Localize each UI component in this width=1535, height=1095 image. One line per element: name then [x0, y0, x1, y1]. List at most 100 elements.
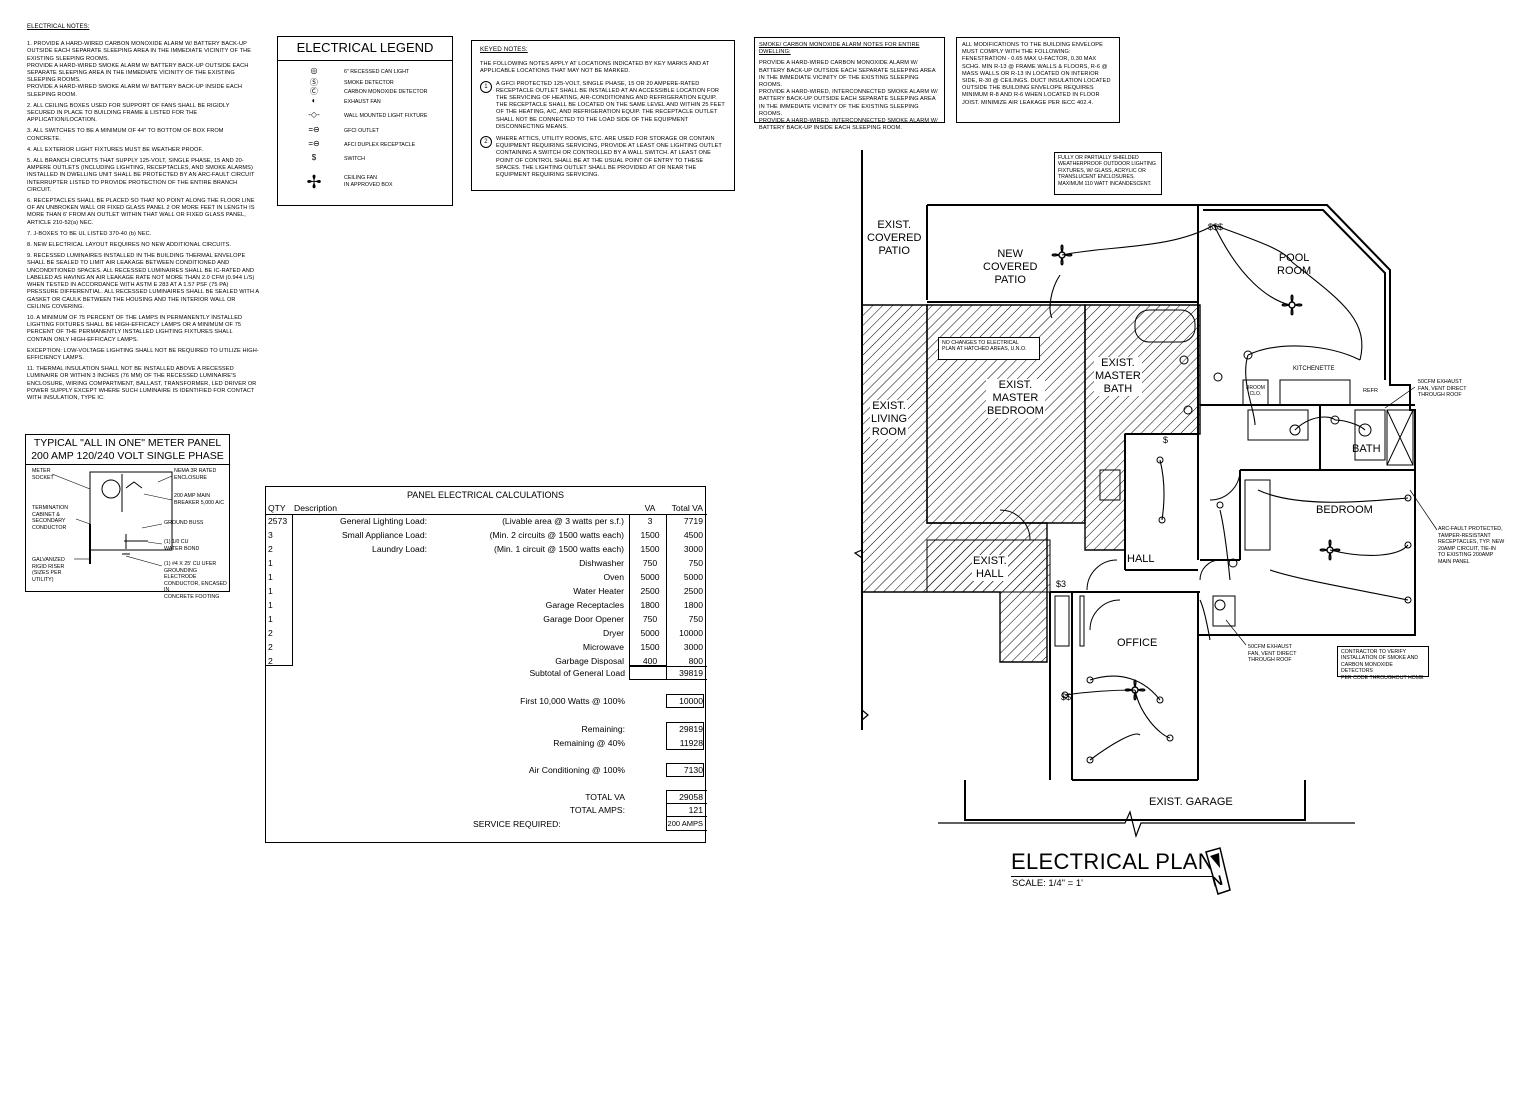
remaining-label: Remaining: — [581, 724, 625, 734]
switch-icon: $3 — [1056, 579, 1066, 589]
row-total: 1800 — [683, 600, 703, 610]
ceiling-fan-icon — [1281, 294, 1303, 316]
smoke-notes-text: PROVIDE A HARD-WIRED CARBON MONOXIDE ALA… — [759, 60, 938, 132]
total-amps-label: TOTAL AMPS: — [569, 805, 625, 815]
row-va: 3 — [647, 516, 653, 526]
header-desc: Description — [294, 503, 337, 513]
row-desc: General Lighting Load: — [340, 516, 427, 526]
keyed-notes-header: KEYED NOTES: — [480, 46, 528, 53]
can-light-icon — [1156, 456, 1164, 464]
wall-light-icon — [1179, 355, 1189, 365]
ground-bus-label: GROUND BUSS — [164, 520, 204, 526]
legend-item-smoke: Ⓢ SMOKE DETECTOR — [278, 77, 452, 91]
row-va: 750 — [642, 614, 658, 624]
legend-item-wall-light: -◇- WALL MOUNTED LIGHT FIXTURE — [278, 110, 452, 124]
legend-item-co: Ⓒ CARBON MONOXIDE DETECTOR — [278, 86, 452, 100]
room-broom-closet: BROOM CLO. — [1246, 385, 1265, 397]
remaining-40-value: 11928 — [679, 738, 703, 748]
subtotal-label: Subtotal of General Load — [529, 668, 625, 678]
meter-title-line-2: 200 AMP 120/240 VOLT SINGLE PHASE — [31, 449, 224, 462]
row-va: 400 — [642, 656, 658, 666]
can-light-icon — [1158, 516, 1166, 524]
can-light-icon: ◎ — [310, 66, 318, 75]
row-note: (Min. 1 circuit @ 1500 watts each) — [493, 544, 624, 554]
first-10000-row: First 10,000 Watts @ 100%10000 — [266, 695, 707, 709]
electrical-legend: ELECTRICAL LEGEND ◎ 6" RECESSED CAN LIGH… — [277, 36, 453, 206]
row-va: 1500 — [640, 544, 660, 554]
switch-cluster-icon — [1061, 691, 1069, 699]
room-kitchenette: KITCHENETTE — [1293, 366, 1335, 372]
room-exist-living-room: EXIST. LIVING ROOM — [870, 400, 909, 439]
row-qty: 2573 — [268, 516, 288, 526]
legend-label: GFCI OUTLET — [344, 128, 380, 134]
keyed-note-text: A GFCI PROTECTED 125-VOLT, SINGLE PHASE,… — [496, 80, 725, 130]
receptacle-icon — [1404, 596, 1412, 604]
row-total: 7719 — [683, 516, 703, 526]
row-note: Microwave — [582, 642, 624, 652]
first-10000-label: First 10,000 Watts @ 100% — [520, 696, 625, 706]
row-va: 1800 — [640, 600, 660, 610]
exhaust-fan-bath-callout: 50CFM EXHAUST FAN, VENT DIRECT THROUGH R… — [1418, 379, 1467, 399]
legend-item-can-light: ◎ 6" RECESSED CAN LIGHT — [278, 66, 452, 80]
legend-title: ELECTRICAL LEGEND — [278, 37, 452, 61]
can-light-icon — [1086, 756, 1094, 764]
note-9: 9. RECESSED LUMINAIRES INSTALLED IN THE … — [27, 253, 259, 310]
meter-panel-drawing — [51, 471, 173, 567]
legend-item-ceiling-fan: ✢ CEILING FAN IN APPROVED BOX — [278, 172, 452, 196]
meter-panel-title: TYPICAL "ALL IN ONE" METER PANEL 200 AMP… — [26, 435, 229, 465]
receptacle-icon — [1404, 541, 1412, 549]
can-light-icon — [1330, 415, 1340, 425]
row-total: 3000 — [683, 642, 703, 652]
panel-calc-title: PANEL ELECTRICAL CALCULATIONS — [406, 490, 565, 500]
switch-icon: $ — [311, 153, 317, 162]
remaining-value: 29819 — [679, 724, 703, 734]
ceiling-fan-icon — [1124, 679, 1146, 701]
row-va: 2500 — [640, 586, 660, 596]
exhaust-fan-icon: ◐ — [311, 96, 317, 105]
note-3: 3. ALL SWITCHES TO BE A MINIMUM OF 44" T… — [27, 128, 224, 142]
row-qty: 2 — [268, 544, 273, 554]
exhaust-fan-icon — [1358, 423, 1372, 437]
row-note: Garbage Disposal — [555, 656, 624, 666]
legend-item-gfci: =⊖ GFCI OUTLET — [278, 125, 452, 139]
note-11: 11. THERMAL INSULATION SHALL NOT BE INST… — [27, 366, 257, 401]
row-total: 800 — [688, 656, 703, 666]
note-10: 10. A MINIMUM OF 75 PERCENT OF THE LAMPS… — [27, 314, 243, 343]
co-detector-icon: Ⓒ — [310, 87, 318, 96]
row-qty: 1 — [268, 572, 273, 582]
legend-item-switch: $ SWITCH — [278, 153, 452, 167]
row-note: Oven — [603, 572, 624, 582]
row-total: 750 — [688, 614, 703, 624]
legend-label: AFCI DUPLEX RECEPTACLE — [344, 142, 416, 148]
legend-label: SWITCH — [344, 156, 365, 162]
gfci-outlet-icon: =⊖ — [308, 125, 320, 134]
row-qty: 2 — [268, 628, 273, 638]
arc-fault-callout: ARC-FAULT PROTECTED, TAMPER-RESISTANT RE… — [1438, 526, 1505, 565]
switch-icon: $$$ — [1208, 222, 1223, 232]
row-desc: Laundry Load: — [372, 544, 427, 554]
room-exist-master-bedroom: EXIST. MASTER BEDROOM — [986, 379, 1045, 418]
outdoor-lighting-callout: FULLY OR PARTIALLY SHIELDED WEATHERPROOF… — [1054, 152, 1162, 195]
room-exist-garage: EXIST. GARAGE — [1149, 796, 1233, 808]
remaining-40-label: Remaining @ 40% — [553, 738, 625, 748]
note-7: 7. J-BOXES TO BE UL LISTED 370-40 (b) NE… — [27, 230, 152, 237]
service-label: SERVICE REQUIRED: — [473, 819, 561, 829]
leader-lines — [1225, 386, 1438, 646]
row-note: Garage Receptacles — [545, 600, 624, 610]
row-total: 2500 — [683, 586, 703, 596]
row-va: 1500 — [640, 642, 660, 652]
enclosure-label: NEMA 3R RATED ENCLOSURE — [174, 468, 217, 481]
switch-symbols: $ $$$ $3 $$ — [1056, 222, 1223, 702]
service-value: 200 AMPS — [667, 819, 703, 828]
row-total: 5000 — [683, 572, 703, 582]
can-light-icon — [1216, 501, 1224, 509]
keyed-note-2: 2 WHERE ATTICS, UTILITY ROOMS, ETC. ARE … — [480, 136, 726, 179]
can-light-icon — [1156, 696, 1164, 704]
contractor-callout: CONTRACTOR TO VERIFY INSTALLATION OF SMO… — [1337, 646, 1429, 681]
row-va: 750 — [642, 558, 658, 568]
